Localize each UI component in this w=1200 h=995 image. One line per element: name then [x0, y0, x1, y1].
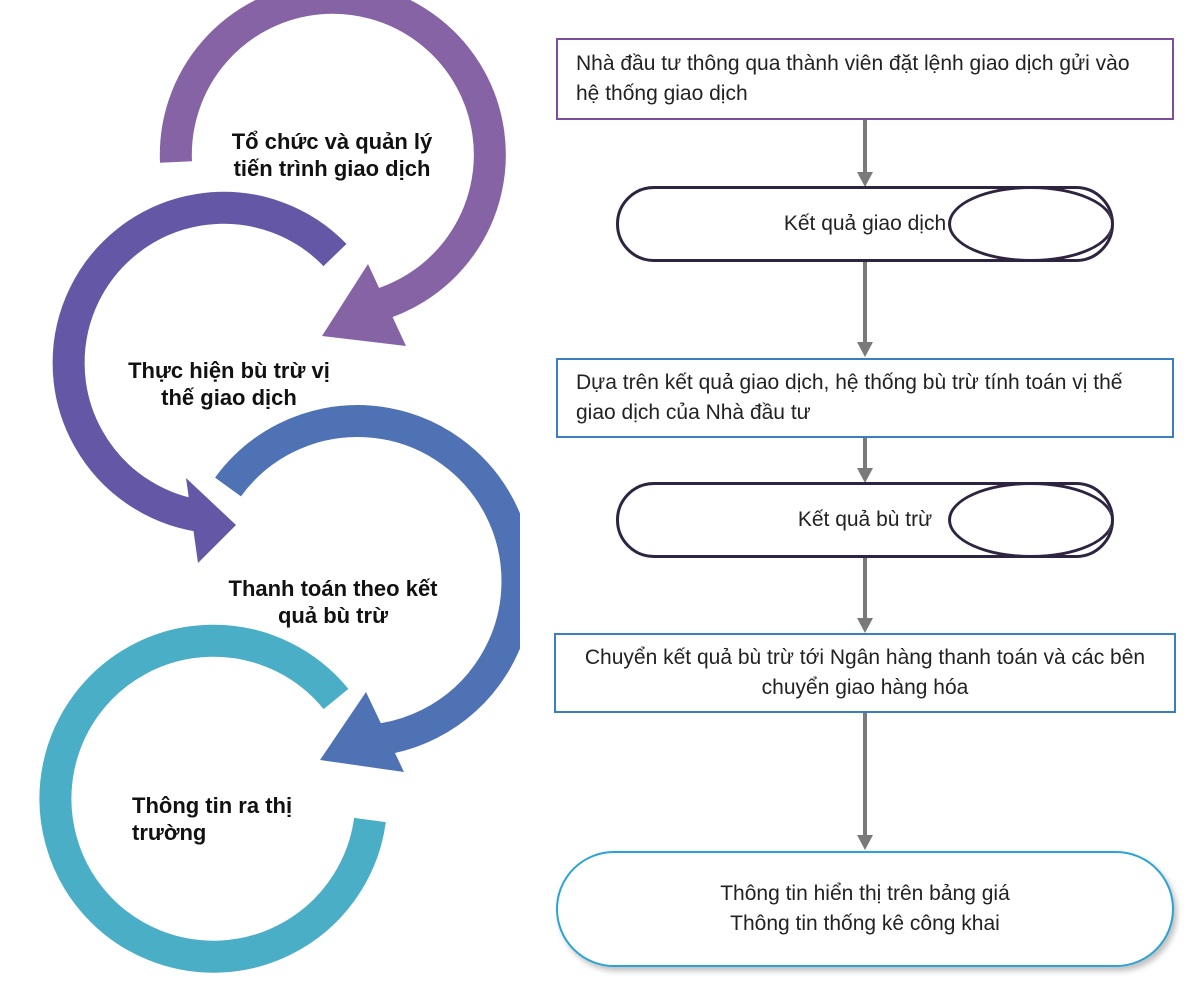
flow-step-4-text: Kết quả bù trừ: [797, 508, 933, 531]
cycle-arrow-2: [52, 191, 347, 563]
cycle-arrow-1: [159, 0, 506, 346]
flow-step-1-box: Nhà đầu tư thông qua thành viên đặt lệnh…: [556, 38, 1174, 120]
flow-step-3-text: Dựa trên kết quả giao dịch, hệ thống bù …: [576, 371, 1123, 424]
flow-step-5-text: Chuyển kết quả bù trừ tới Ngân hàng than…: [584, 646, 1146, 699]
flow-step-1-text: Nhà đầu tư thông qua thành viên đặt lệnh…: [576, 52, 1130, 105]
flow-arrow-5: [857, 713, 873, 850]
flow-arrow-4: [857, 558, 873, 633]
pill-cap-4: [948, 485, 1111, 555]
flow-step-5-box: Chuyển kết quả bù trừ tới Ngân hàng than…: [554, 633, 1176, 713]
cycle-step-4-label: Thông tin ra thị trường: [132, 793, 293, 845]
flow-step-6-pill: Thông tin hiển thị trên bảng giá Thông t…: [556, 851, 1174, 967]
flow-arrow-3: [857, 438, 873, 483]
flow-step-6-line1: Thông tin hiển thị trên bảng giá: [720, 882, 1010, 905]
flow-step-4-pill: Kết quả bù trừ: [616, 482, 1114, 558]
flow-arrow-1: [857, 120, 873, 187]
cycle-step-1-label: Tổ chức và quản lý tiến trình giao dịch: [231, 129, 433, 181]
cycle-diagram: [39, 0, 520, 973]
flow-step-6-line2: Thông tin thống kê công khai: [730, 912, 1000, 935]
cycle-arrow-4: [39, 624, 386, 973]
flow-step-2-pill: Kết quả giao dịch: [616, 186, 1114, 262]
cycle-step-3-label: Thanh toán theo kết quả bù trừ: [228, 576, 438, 628]
flow-arrow-2: [857, 262, 873, 357]
flow-step-3-box: Dựa trên kết quả giao dịch, hệ thống bù …: [556, 358, 1174, 438]
cycle-step-2-label: Thực hiện bù trừ vị thế giao dịch: [128, 358, 330, 410]
pill-cap-2: [948, 189, 1111, 259]
cycle-arrow-3: [215, 405, 520, 772]
flow-step-2-text: Kết quả giao dịch: [783, 212, 947, 235]
